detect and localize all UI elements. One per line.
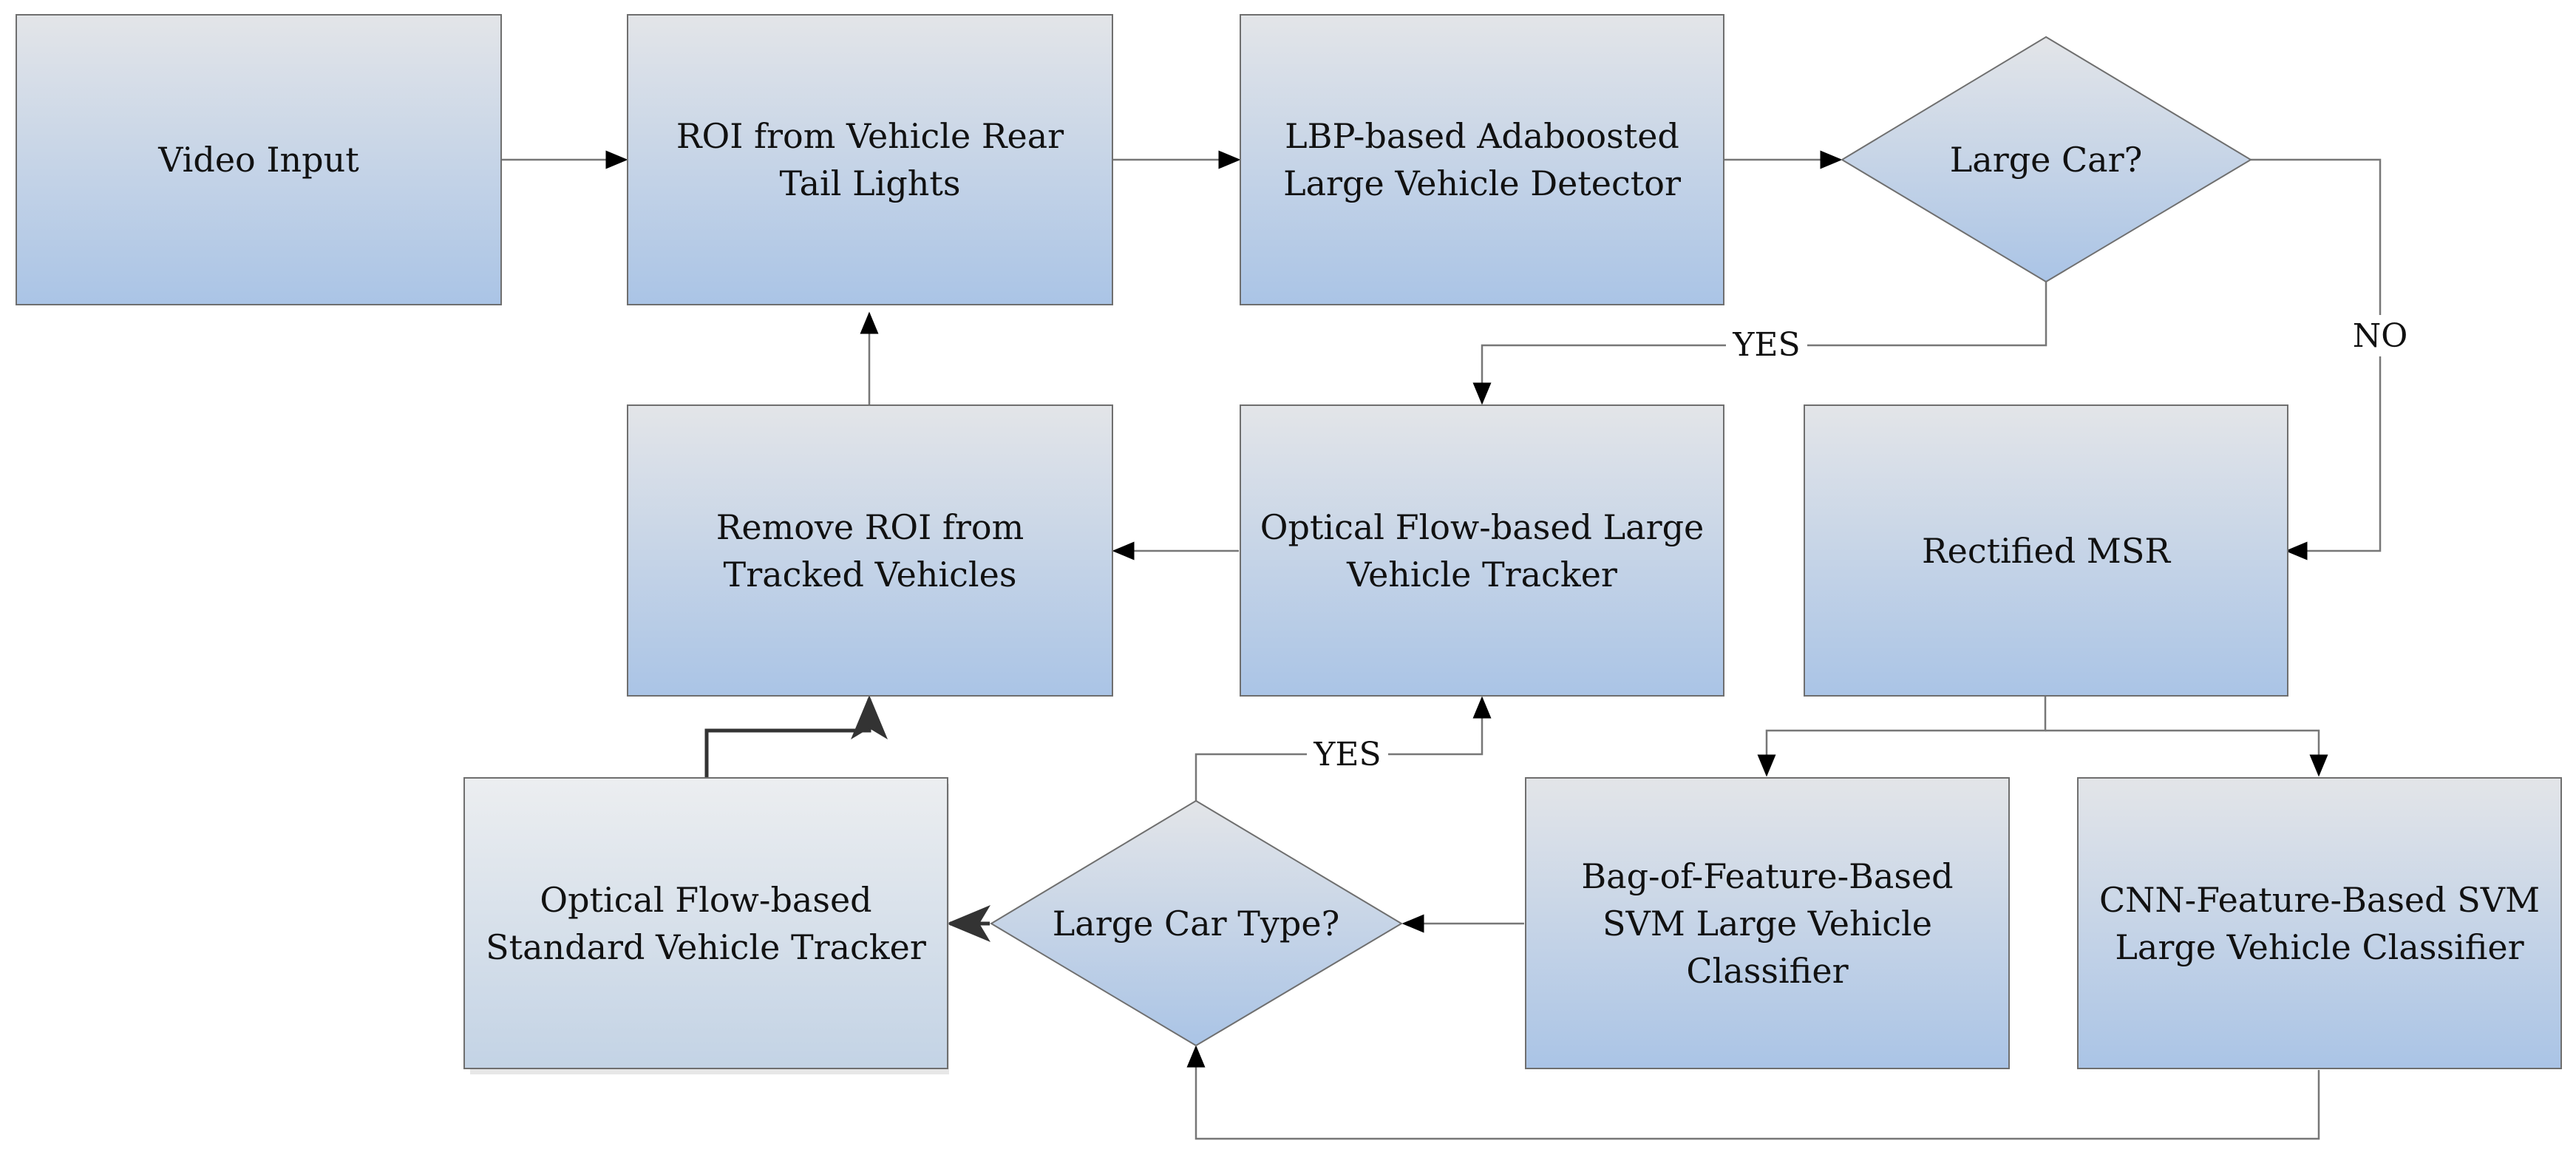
large-car-type-decision-label: Large Car Type?	[1053, 904, 1339, 944]
edge-msr-to-cnn	[2045, 729, 2328, 777]
node-label-line: Classifier	[1686, 951, 1848, 991]
standard-edges	[704, 695, 990, 942]
box-video-input: Video Input	[16, 14, 502, 305]
edge-label-large-car-yes: YES	[1732, 326, 1800, 364]
node-label-line: Vehicle Tracker	[1346, 555, 1617, 595]
box-rectified-msr: Rectified MSR	[1804, 404, 2288, 697]
video-input-label: Video Input	[157, 140, 359, 180]
edge-label-large-car-type-yes: YES	[1313, 736, 1381, 773]
edge-msr-split	[1757, 697, 2047, 777]
node-label-line: CNN-Feature-Based SVM	[2099, 880, 2540, 920]
rectified-msr-label: Rectified MSR	[1922, 531, 2171, 571]
node-label-line: Tracked Vehicles	[724, 555, 1017, 595]
box-cnn-svm-classifier: CNN-Feature-Based SVM Large Vehicle Class…	[2077, 777, 2562, 1069]
node-label-line: Tail Lights	[779, 163, 960, 203]
node-label-line: Large Car Type?	[1053, 904, 1339, 944]
node-label-line: Large Vehicle Classifier	[2115, 927, 2524, 967]
node-label-line: Optical Flow-based Large	[1260, 507, 1705, 547]
edge-label-large-car-no: NO	[2353, 317, 2408, 355]
node-label-line: Bag-of-Feature-Based	[1581, 856, 1953, 896]
edge-cnn-to-type-decision	[1186, 1045, 2320, 1140]
node-label-line: LBP-based Adaboosted	[1285, 116, 1679, 156]
node-label-line: Large Vehicle Detector	[1283, 163, 1681, 203]
node-label-line: Video Input	[157, 140, 359, 180]
node-label-line: SVM Large Vehicle	[1603, 904, 1932, 944]
diamond-large-car-type: Large Car Type?	[990, 799, 1403, 1047]
edge-standard-tracker-to-remove-roi	[704, 695, 888, 778]
node-label-line: Standard Vehicle Tracker	[486, 927, 926, 967]
diamond-large-car: Large Car?	[1841, 35, 2252, 283]
node-label-line: Remove ROI from	[716, 507, 1024, 547]
large-car-decision-label: Large Car?	[1950, 140, 2143, 180]
node-label-line: Large Car?	[1950, 140, 2143, 180]
node-label-line: ROI from Vehicle Rear	[676, 116, 1064, 156]
node-label-line: Optical Flow-based	[540, 880, 871, 920]
node-label-line: Rectified MSR	[1922, 531, 2171, 571]
cnn-svm-classifier-label: CNN-Feature-Based SVM Large Vehicle Class…	[2099, 880, 2540, 967]
